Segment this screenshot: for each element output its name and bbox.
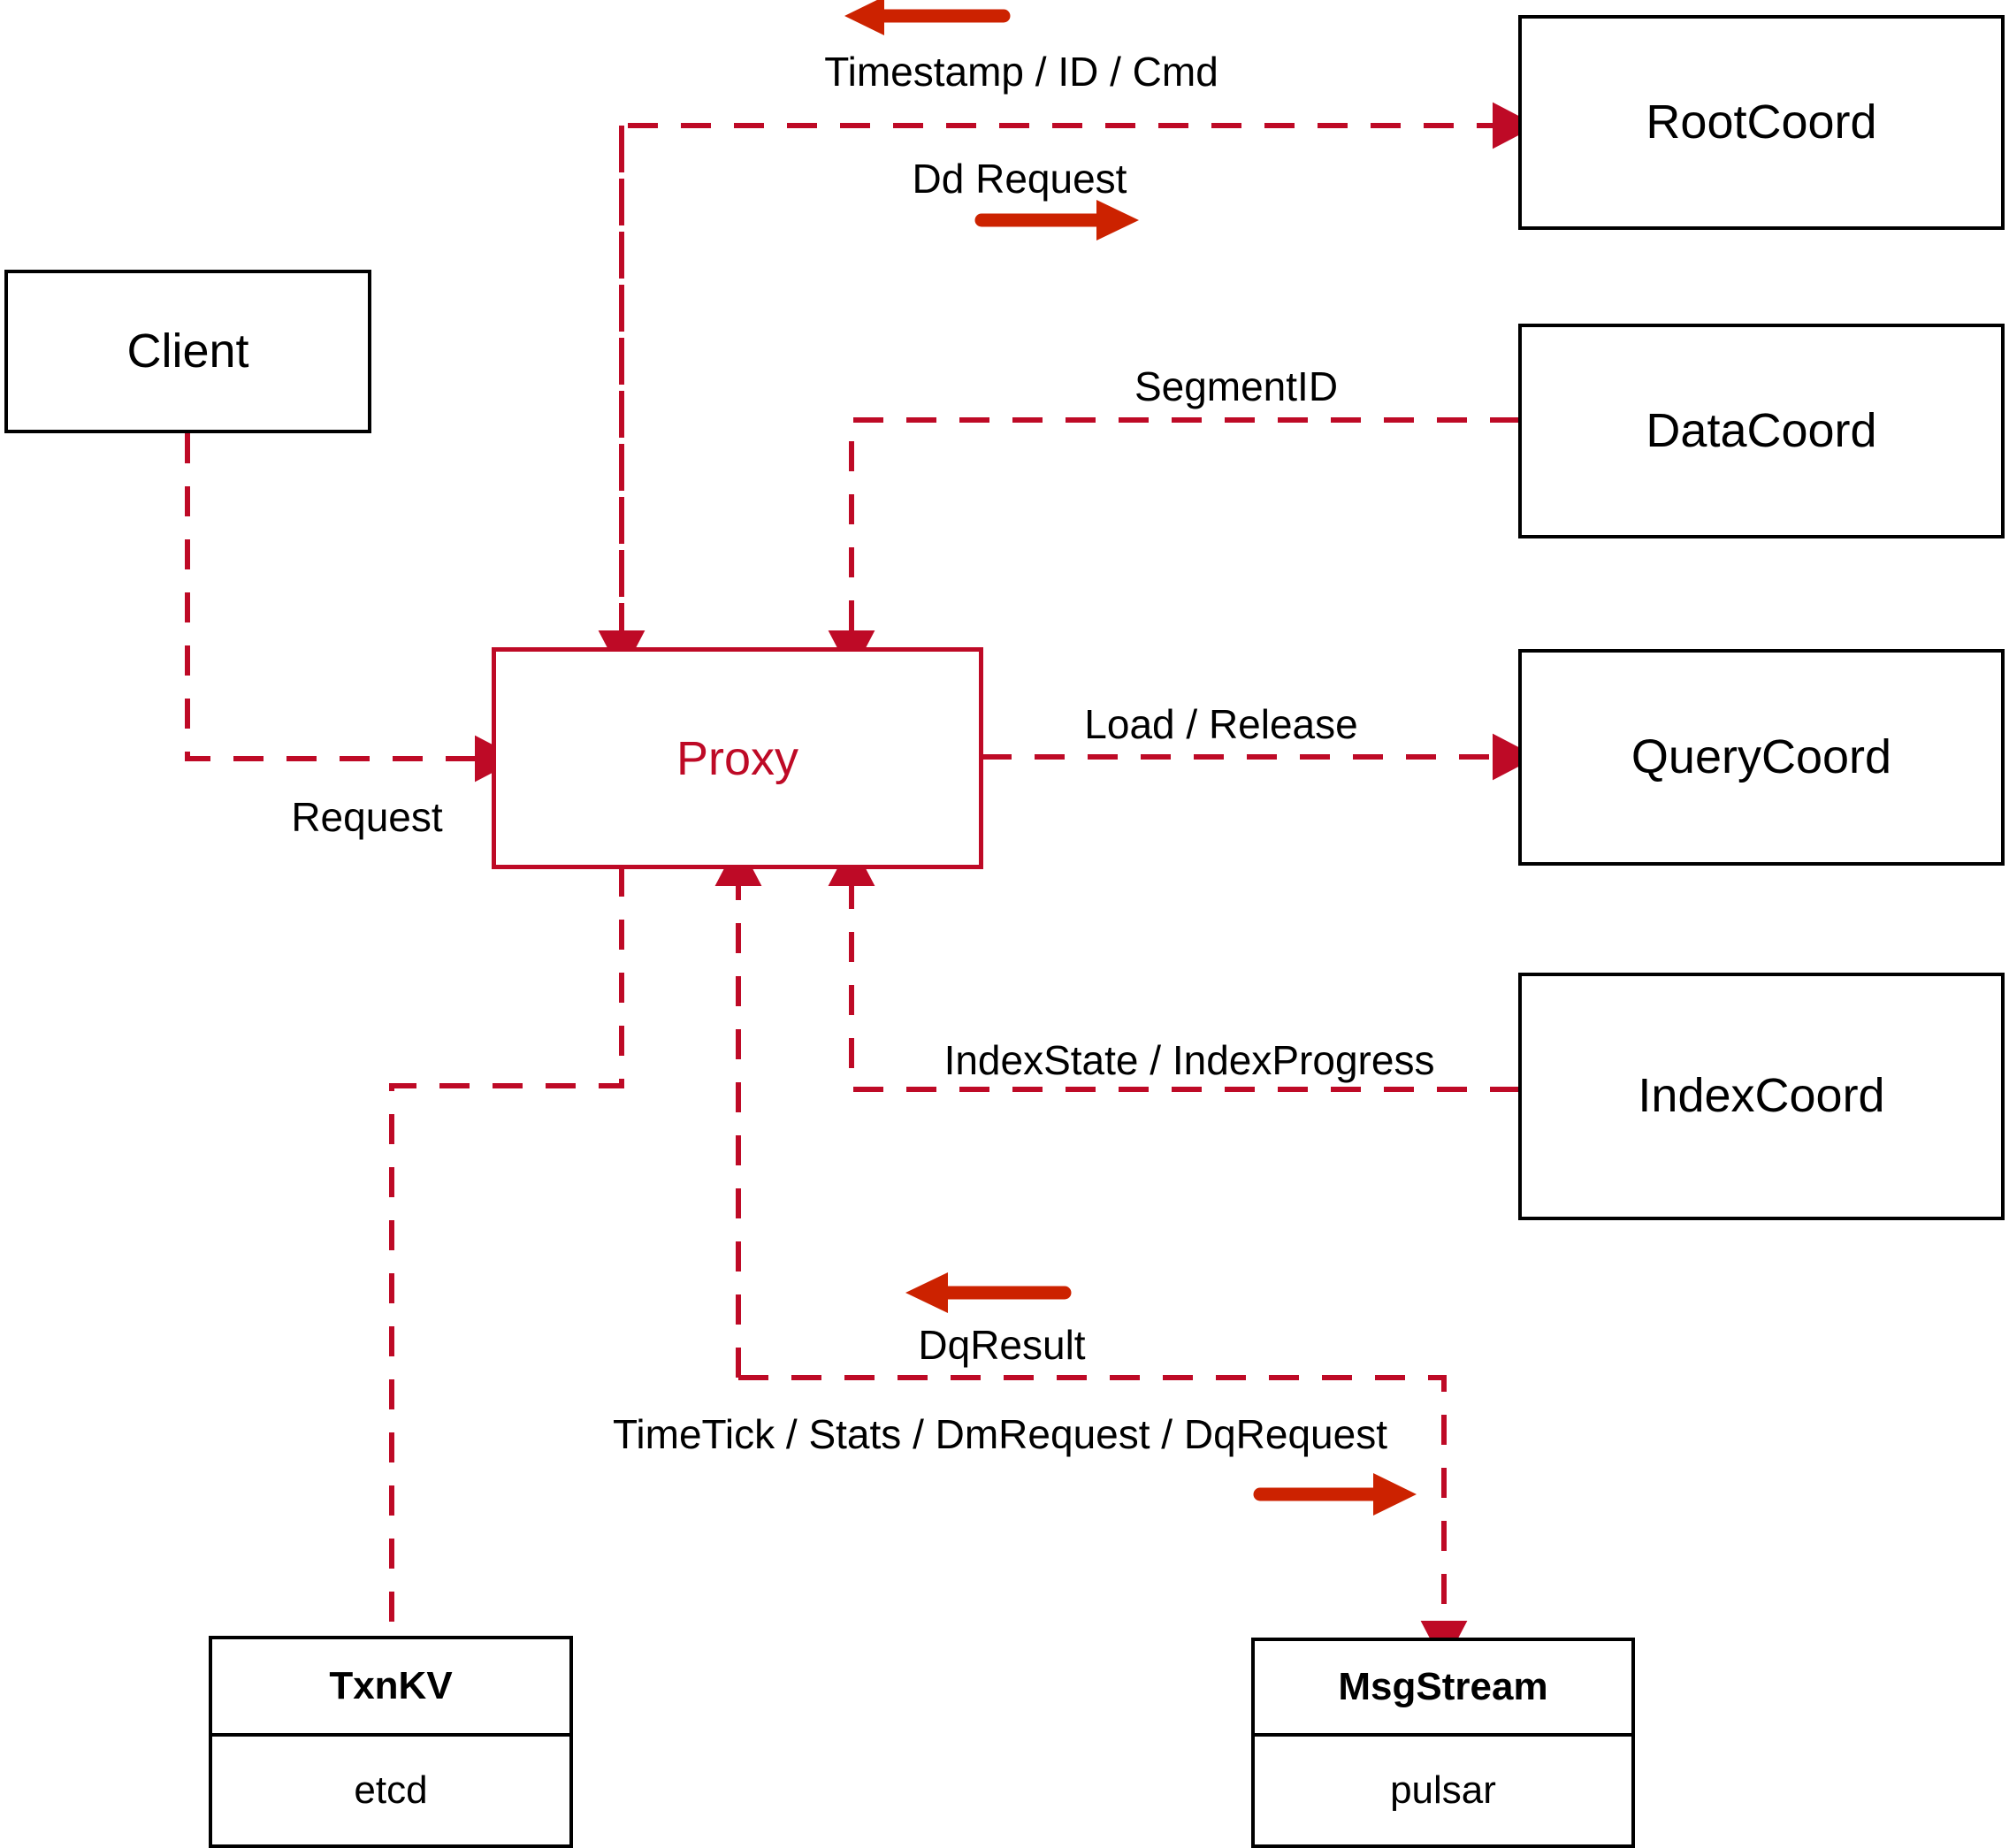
node-indexcoord[interactable]: IndexCoord [1518,973,2005,1220]
node-proxy-label: Proxy [676,731,799,785]
node-datacoord[interactable]: DataCoord [1518,324,2005,538]
store-msgstream-body-label: pulsar [1390,1768,1496,1812]
edge-label-dq-result: DqResult [918,1322,1086,1368]
node-querycoord-label: QueryCoord [1631,729,1892,783]
node-client-label: Client [126,324,249,378]
direction-arrow-dq-request-right [1253,1473,1417,1516]
edge-label-request: Request [291,794,443,840]
store-msgstream[interactable]: MsgStream pulsar [1251,1638,1635,1848]
direction-arrow-dq-result-left [905,1272,1072,1313]
edge-label-load-release: Load / Release [1084,701,1358,747]
edge-client-to-proxy [185,433,520,783]
edge-label-timestamp-id-cmd: Timestamp / ID / Cmd [824,49,1218,95]
node-rootcoord-label: RootCoord [1646,95,1877,149]
edge-label-dd-request: Dd Request [912,156,1127,202]
store-txnkv-header-label: TxnKV [329,1664,453,1707]
store-msgstream-header-label: MsgStream [1338,1665,1548,1708]
node-indexcoord-label: IndexCoord [1638,1069,1885,1123]
node-client[interactable]: Client [4,270,371,433]
edge-datacoord-to-proxy [828,417,1520,676]
store-msgstream-header: MsgStream [1255,1641,1631,1737]
store-txnkv-header: TxnKV [212,1639,569,1737]
store-msgstream-body: pulsar [1255,1737,1631,1844]
store-txnkv-body-label: etcd [354,1768,428,1812]
edge-proxy-to-msgstream [738,1375,1468,1666]
direction-arrow-dd-request-right [974,200,1139,241]
edge-proxy-to-txnkv [389,867,624,1636]
node-proxy[interactable]: Proxy [492,647,983,869]
edge-indexcoord-to-proxy [828,841,1520,1092]
edge-proxy-to-rootcoord [619,102,1538,650]
edge-label-index-state-progress: IndexState / IndexProgress [943,1037,1435,1083]
store-txnkv[interactable]: TxnKV etcd [209,1636,573,1848]
direction-arrow-timestamp-left [844,0,1011,35]
store-txnkv-body: etcd [212,1737,569,1844]
node-querycoord[interactable]: QueryCoord [1518,649,2005,866]
edge-label-segment-id: SegmentID [1134,363,1339,409]
edge-label-timetick-stats: TimeTick / Stats / DmRequest / DqRequest [613,1411,1387,1457]
node-datacoord-label: DataCoord [1646,403,1877,457]
node-rootcoord[interactable]: RootCoord [1518,15,2005,230]
